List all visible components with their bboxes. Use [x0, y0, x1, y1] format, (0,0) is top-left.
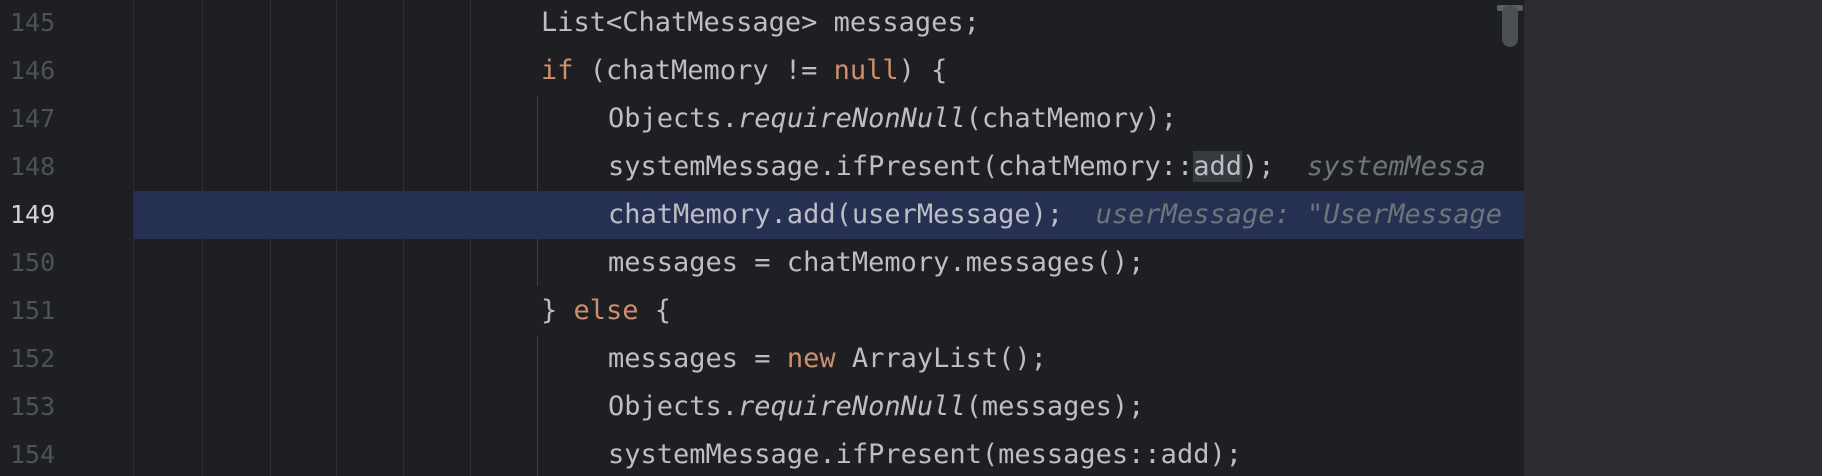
code-token: if	[541, 55, 574, 86]
code-token: chatMemory.add(userMessage);	[608, 199, 1096, 230]
code-token: add	[1193, 151, 1242, 182]
code-line[interactable]: 154 systemMessage.ifPresent(messages::add…	[0, 431, 1524, 476]
right-side-panel	[1524, 0, 1822, 476]
code-token: (chatMemory !=	[573, 55, 834, 86]
inline-debug-hint: systemMessa	[1307, 151, 1486, 182]
code-token: messages =	[608, 343, 787, 374]
code-token: (chatMemory);	[965, 103, 1177, 134]
code-text[interactable]: if (chatMemory != null) {	[541, 47, 947, 95]
code-line[interactable]: 151} else {	[0, 287, 1524, 335]
code-line[interactable]: 145 List<ChatMessage> messages;	[0, 0, 1524, 47]
vertical-scrollbar-thumb[interactable]	[1502, 5, 1518, 47]
code-text[interactable]: chatMemory.add(userMessage); userMessage…	[608, 191, 1502, 239]
code-token: new	[786, 343, 836, 374]
line-number[interactable]: 152	[10, 344, 56, 373]
code-text[interactable]: Objects.requireNonNull(messages);	[608, 383, 1144, 431]
code-text[interactable]: messages = new ArrayList();	[608, 335, 1047, 383]
code-line[interactable]: 148 systemMessage.ifPresent(chatMemory::a…	[0, 143, 1524, 191]
code-token: systemMessage.ifPresent(chatMemory::	[608, 151, 1194, 182]
code-text[interactable]: systemMessage.ifPresent(chatMemory::add)…	[608, 143, 1486, 191]
line-number[interactable]: 151	[10, 296, 56, 325]
code-line[interactable]: 150 messages = chatMemory.messages();	[0, 239, 1524, 287]
code-text[interactable]: messages = chatMemory.messages();	[608, 239, 1144, 287]
code-token: (messages);	[965, 391, 1145, 422]
code-token: messages = chatMemory.messages();	[608, 247, 1145, 278]
code-text[interactable]: } else {	[541, 287, 671, 335]
code-token: requireNonNull	[738, 103, 966, 134]
code-line[interactable]: 153 Objects.requireNonNull(messages);	[0, 383, 1524, 431]
line-number[interactable]: 148	[10, 152, 56, 181]
code-token: ArrayList();	[835, 343, 1047, 374]
code-token: {	[638, 295, 672, 326]
code-token: Objects.	[608, 103, 739, 134]
code-area[interactable]: 145 List<ChatMessage> messages; 146 if (cha…	[0, 0, 1524, 476]
gutter-separator	[133, 0, 134, 476]
code-line[interactable]: 149 chatMemory.add(userMessage); userMess…	[10, 191, 1524, 239]
code-token: List<ChatMessage> messages;	[541, 7, 980, 38]
line-number[interactable]: 153	[10, 392, 56, 421]
line-number[interactable]: 145	[10, 8, 56, 37]
code-token: Objects.	[608, 391, 739, 422]
code-text[interactable]: List<ChatMessage> messages;	[541, 0, 980, 47]
line-number[interactable]: 154	[10, 440, 56, 469]
code-line[interactable]: 147 Objects.requireNonNull(chatMemory);	[0, 95, 1524, 143]
block-guide	[537, 336, 538, 476]
code-token: requireNonNull	[738, 391, 966, 422]
line-number[interactable]: 149	[10, 200, 56, 229]
line-number[interactable]: 150	[10, 248, 56, 277]
code-token: }	[541, 295, 574, 326]
line-number[interactable]: 146	[10, 56, 56, 85]
line-number[interactable]: 147	[10, 104, 56, 133]
code-token: );	[1241, 151, 1308, 182]
code-text[interactable]: systemMessage.ifPresent(messages::add);	[608, 431, 1242, 476]
code-text[interactable]: Objects.requireNonNull(chatMemory);	[608, 95, 1177, 143]
code-line[interactable]: 152 messages = new ArrayList();	[0, 335, 1524, 383]
code-token: ) {	[898, 55, 948, 86]
code-token: null	[833, 55, 899, 86]
inline-debug-hint: userMessage: "UserMessage	[1095, 199, 1503, 230]
code-token: systemMessage.ifPresent(messages::add);	[608, 439, 1242, 470]
code-line[interactable]: 146 if (chatMemory != null) {	[0, 47, 1524, 95]
code-token: else	[573, 295, 639, 326]
